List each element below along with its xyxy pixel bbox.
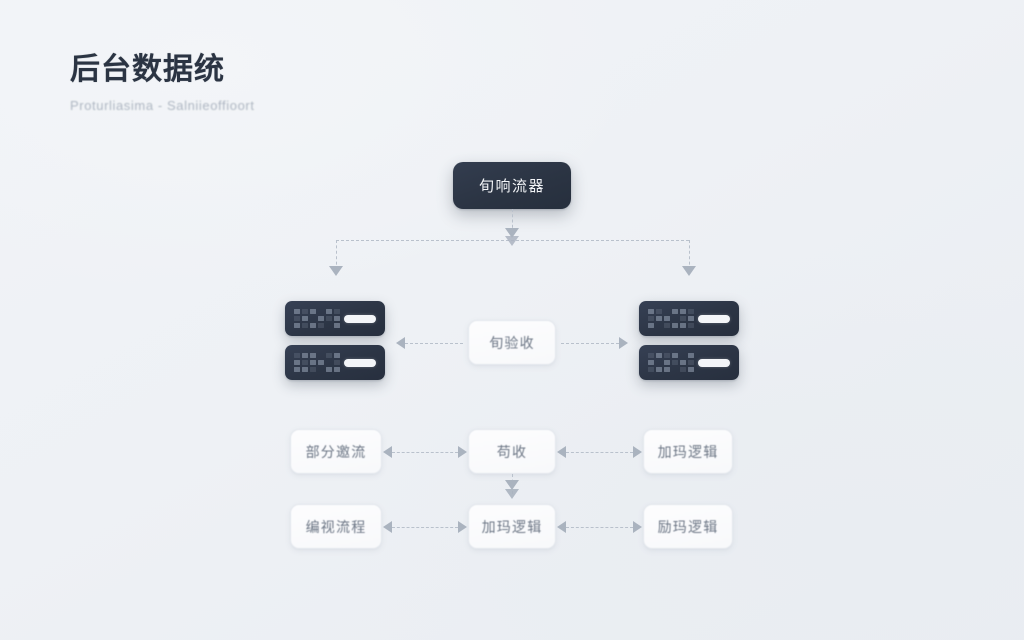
page-subtitle: Proturliasima - Salniieoffioort bbox=[70, 98, 255, 113]
server-indicator-grid-icon bbox=[648, 309, 694, 328]
arrow-mid-left-icon bbox=[383, 446, 392, 458]
left-server-stack[interactable] bbox=[285, 301, 385, 380]
page-title: 后台数据统 bbox=[70, 53, 225, 86]
arrow-left-branch-down-icon bbox=[329, 266, 343, 276]
page-header: 后台数据统 Proturliasima - Salniieoffioort bbox=[70, 52, 255, 113]
root-node[interactable]: 旬响流器 bbox=[453, 162, 571, 209]
arrow-mid-center-left-icon bbox=[458, 446, 467, 458]
node-mid-left[interactable]: 部分邀流 bbox=[290, 429, 382, 474]
server-unit[interactable] bbox=[639, 345, 739, 380]
server-unit[interactable] bbox=[285, 345, 385, 380]
connector-bottom-center-right bbox=[566, 527, 633, 528]
arrow-bottom-right-icon bbox=[633, 521, 642, 533]
connector-bus-left-drop bbox=[336, 240, 337, 270]
node-mid-right[interactable]: 加玛逻辑 bbox=[643, 429, 733, 474]
connector-bottom-left-center bbox=[392, 527, 458, 528]
server-status-led-icon bbox=[344, 314, 376, 323]
arrow-to-right-server-icon bbox=[619, 337, 628, 349]
server-indicator-grid-icon bbox=[294, 353, 340, 372]
server-status-led-icon bbox=[698, 358, 730, 367]
arrow-bottom-left-icon bbox=[383, 521, 392, 533]
arrow-mid-to-bottom-down-icon bbox=[505, 480, 519, 490]
connector-center-to-left-server bbox=[405, 343, 463, 344]
connector-bus-right-drop bbox=[689, 240, 690, 270]
arrow-mid-to-bottom-down-secondary-icon bbox=[505, 489, 519, 499]
node-servers-center[interactable]: 旬验收 bbox=[468, 320, 556, 365]
connector-mid-center-right bbox=[566, 452, 633, 453]
node-bottom-left[interactable]: 编视流程 bbox=[290, 504, 382, 549]
arrow-mid-center-right-icon bbox=[557, 446, 566, 458]
arrow-right-branch-down-icon bbox=[682, 266, 696, 276]
server-unit[interactable] bbox=[639, 301, 739, 336]
node-bottom-right[interactable]: 励玛逻辑 bbox=[643, 504, 733, 549]
arrow-root-down-icon bbox=[505, 228, 519, 238]
arrow-bottom-center-left-icon bbox=[458, 521, 467, 533]
arrow-center-branch-down-icon bbox=[505, 236, 519, 246]
server-status-led-icon bbox=[344, 358, 376, 367]
server-unit[interactable] bbox=[285, 301, 385, 336]
connector-center-to-right-server bbox=[561, 343, 619, 344]
connector-root-to-bus bbox=[512, 209, 513, 233]
arrow-bottom-center-right-icon bbox=[557, 521, 566, 533]
server-indicator-grid-icon bbox=[648, 353, 694, 372]
arrow-mid-right-icon bbox=[633, 446, 642, 458]
server-indicator-grid-icon bbox=[294, 309, 340, 328]
connector-mid-left-center bbox=[392, 452, 458, 453]
node-mid-center[interactable]: 苟收 bbox=[468, 429, 556, 474]
server-status-led-icon bbox=[698, 314, 730, 323]
arrow-to-left-server-icon bbox=[396, 337, 405, 349]
node-bottom-center[interactable]: 加玛逻辑 bbox=[468, 504, 556, 549]
right-server-stack[interactable] bbox=[639, 301, 739, 380]
